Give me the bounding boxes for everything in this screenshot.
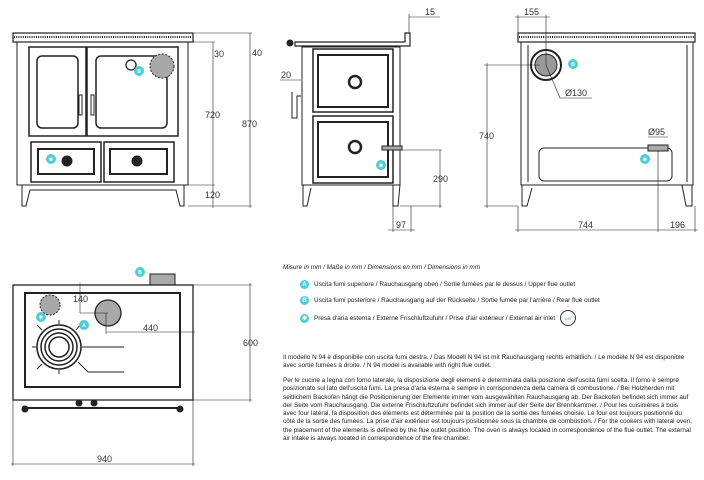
dim-rear-air-right: 196 (670, 220, 685, 230)
air-inlet-icon: AIR (560, 310, 577, 326)
rear-view (484, 15, 698, 232)
dim-side-riser: 15 (425, 7, 435, 17)
badge-air-front: ✱ (46, 154, 56, 164)
rear-flue-marker (125, 59, 137, 71)
dim-side-air-height: 290 (433, 174, 448, 184)
dim-top-flue-side: 440 (143, 323, 158, 333)
badge-air-top: ✱ (36, 312, 46, 322)
dim-rear-flue-diameter: Ø130 (565, 88, 587, 98)
badge-air-side: ✱ (376, 160, 386, 170)
dim-front-top-plate: 40 (252, 48, 262, 58)
svg-text:A: A (82, 323, 86, 329)
dim-front-legs: 120 (205, 190, 220, 200)
svg-text:B: B (137, 69, 141, 75)
svg-text:B: B (138, 270, 142, 276)
dim-front-top-gap: 30 (214, 49, 224, 59)
legend-text: Presa d'aria esterna / Externe Frischluf… (314, 314, 556, 322)
svg-text:✱: ✱ (379, 163, 384, 169)
side-view (280, 14, 442, 232)
svg-text:✱: ✱ (49, 157, 54, 163)
dim-top-flue-depth: 140 (73, 294, 88, 304)
badge-a-icon: A (300, 280, 309, 289)
svg-text:✱: ✱ (39, 315, 44, 321)
dim-side-handle: 20 (281, 70, 291, 80)
legend-air-inlet: ✱ Presa d'aria esterna / Externe Frischl… (300, 310, 577, 326)
units-note: Misure in mm / Maße in mm / Dimensions e… (283, 264, 481, 271)
badge-rear-front: B (134, 66, 144, 76)
dim-front-height: 720 (205, 110, 220, 120)
placement-note: Per le cucine a legna con forno laterale… (283, 377, 693, 443)
dim-side-inlet-depth: 97 (396, 220, 406, 230)
upper-flue-marker (149, 53, 175, 79)
badge-rear-back: B (568, 59, 578, 69)
badge-b-icon: B (300, 296, 309, 305)
badge-upper-top: A (79, 320, 89, 330)
badge-air-icon: ✱ (300, 313, 309, 323)
dim-rear-flue-height: 740 (479, 131, 494, 141)
legend-rear-flue: B Uscita fumi posteriore / Rauchausgang … (300, 296, 600, 305)
badge-rear-top: B (135, 267, 145, 277)
dim-top-width: 940 (97, 454, 112, 464)
top-view (11, 273, 252, 466)
svg-text:✱: ✱ (643, 157, 648, 163)
front-view (12, 32, 252, 208)
dim-rear-flue-offset: 155 (524, 7, 539, 17)
dim-top-depth: 600 (243, 338, 258, 348)
svg-text:B: B (571, 62, 575, 68)
dim-rear-air-left: 744 (578, 220, 593, 230)
dim-front-total: 870 (242, 119, 257, 129)
legend-upper-flue: A Uscita fumi superiore / Rauchausgang o… (300, 280, 575, 289)
availability-note: Il modello N 94 è disponibile con uscita… (283, 354, 685, 370)
legend-text: Uscita fumi posteriore / Rauchausgang au… (314, 297, 600, 304)
badge-air-back: ✱ (640, 154, 650, 164)
dim-rear-air-diameter: Ø95 (648, 127, 665, 137)
legend-text: Uscita fumi superiore / Rauchausgang obe… (314, 281, 576, 288)
